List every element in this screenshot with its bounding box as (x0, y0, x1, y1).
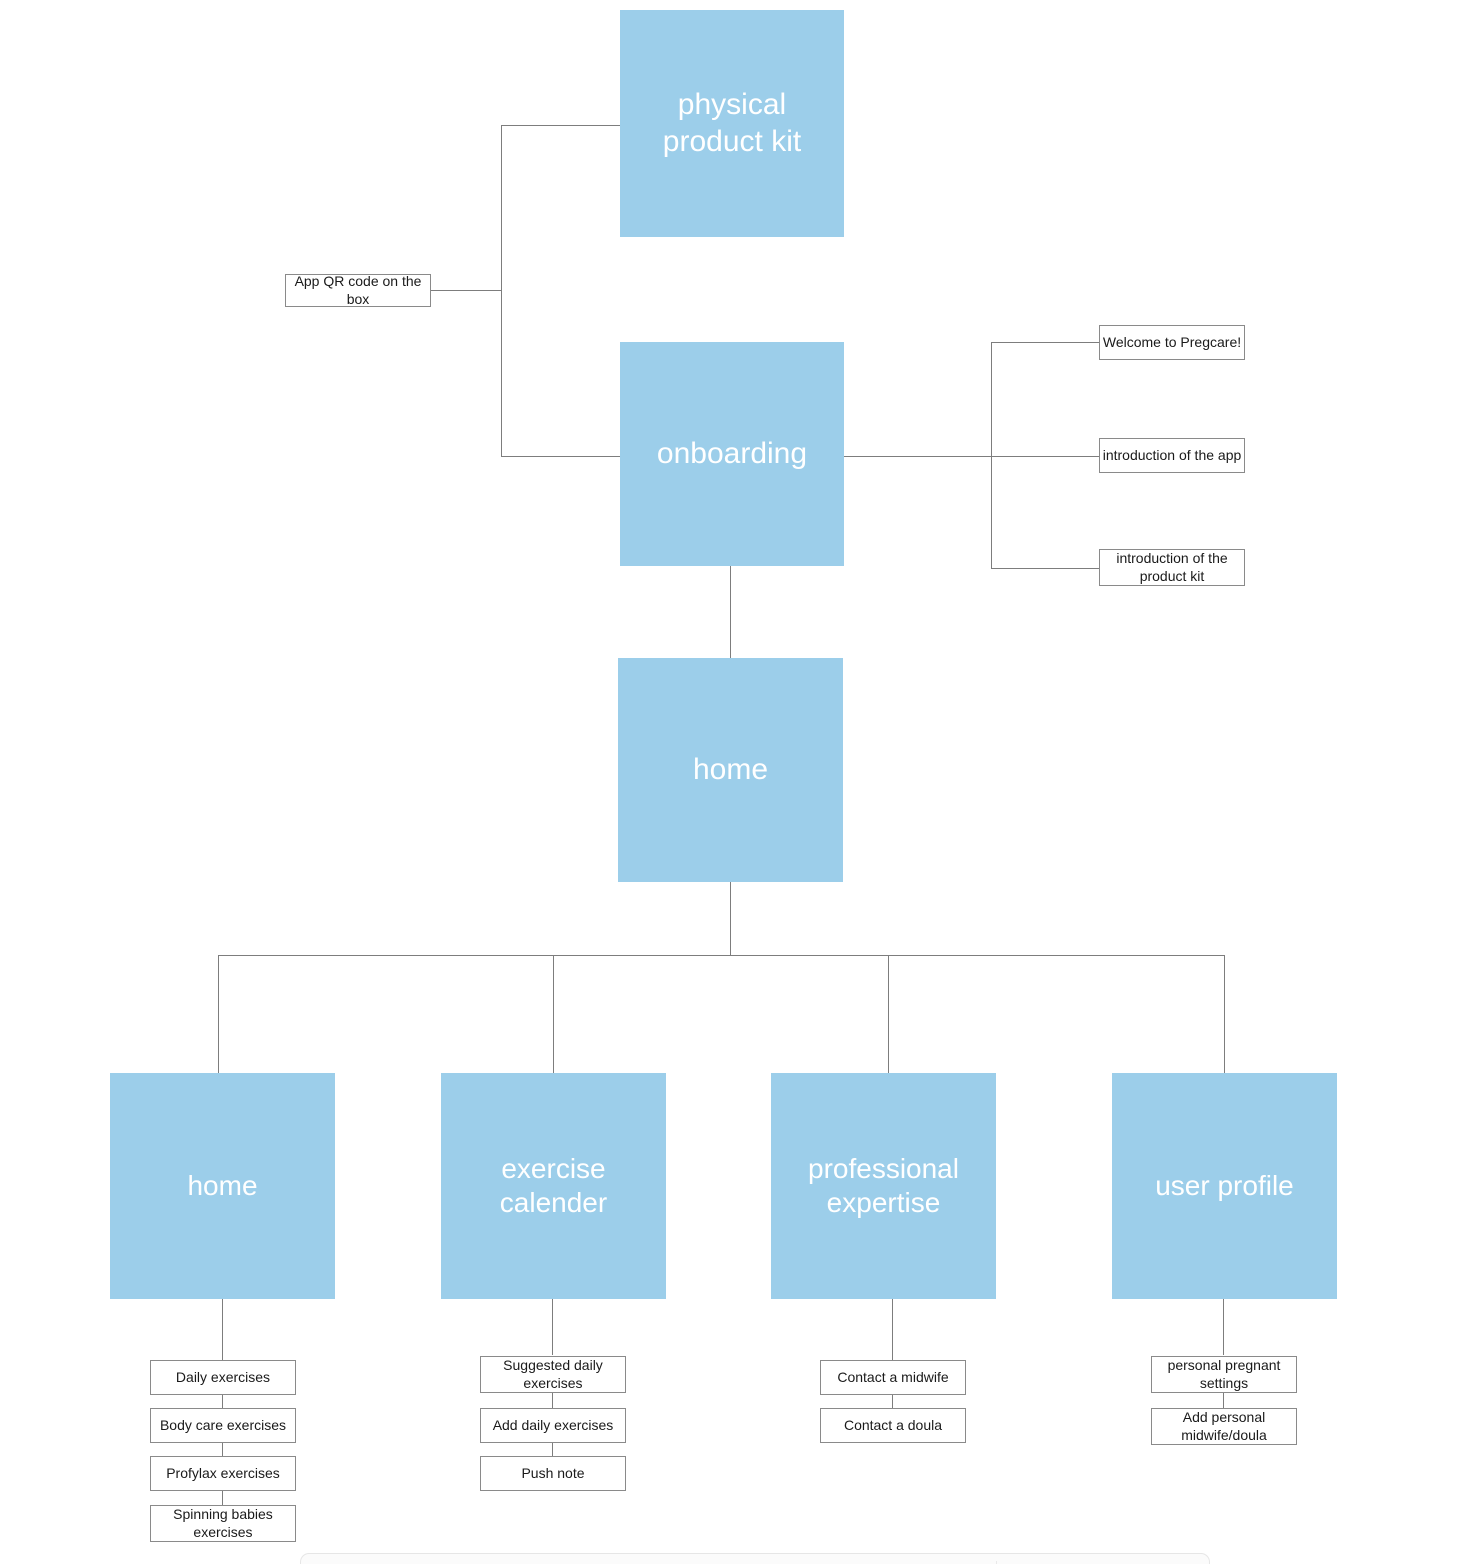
edge-bar-to-user-profile (1224, 955, 1225, 1073)
edge-right-branch-vertical (991, 342, 992, 568)
node-daily-exercises[interactable]: Daily exercises (150, 1360, 296, 1395)
node-onboarding[interactable]: onboarding (620, 342, 844, 566)
edge-daily-to-body-care (222, 1394, 223, 1410)
node-profylax-exercises[interactable]: Profylax exercises (150, 1456, 296, 1491)
edge-midwife-to-doula (892, 1394, 893, 1410)
node-introduction-of-the-app[interactable]: introduction of the app (1099, 438, 1245, 473)
edge-settings-to-add-personal (1223, 1392, 1224, 1409)
edge-profile-to-settings (1223, 1299, 1224, 1355)
node-physical-product-kit[interactable]: physical product kit (620, 10, 844, 237)
node-personal-pregnant-settings[interactable]: personal pregnant settings (1151, 1356, 1297, 1393)
node-add-personal-midwife-doula[interactable]: Add personal midwife/doula (1151, 1408, 1297, 1445)
edge-bar-to-exercise-calender (553, 955, 554, 1073)
edge-junction-to-onboarding (501, 456, 620, 457)
edge-junction-to-physical-kit (501, 125, 620, 126)
node-home-tab[interactable]: home (110, 1073, 335, 1299)
node-contact-a-midwife[interactable]: Contact a midwife (820, 1360, 966, 1395)
edge-add-daily-to-push-note (552, 1442, 553, 1458)
node-contact-a-doula[interactable]: Contact a doula (820, 1408, 966, 1443)
node-suggested-daily-exercises[interactable]: Suggested daily exercises (480, 1356, 626, 1393)
edge-body-care-to-profylax (222, 1442, 223, 1458)
toolbar-divider (996, 1561, 997, 1564)
edge-home-to-bar (730, 882, 731, 955)
node-spinning-babies-exercises[interactable]: Spinning babies exercises (150, 1505, 296, 1542)
node-body-care-exercises[interactable]: Body care exercises (150, 1408, 296, 1443)
node-user-profile[interactable]: user profile (1112, 1073, 1337, 1299)
edge-bar-to-home-tab (218, 955, 219, 1073)
node-add-daily-exercises[interactable]: Add daily exercises (480, 1408, 626, 1443)
edge-junction-vertical (501, 125, 502, 456)
edge-to-welcome (991, 342, 1099, 343)
edge-calender-to-suggested (552, 1299, 553, 1355)
edge-distribution-bar (218, 955, 1225, 956)
node-introduction-of-the-product-kit[interactable]: introduction of the product kit (1099, 549, 1245, 586)
node-professional-expertise[interactable]: professional expertise (771, 1073, 996, 1299)
edge-to-intro-kit (991, 568, 1099, 569)
edge-bar-to-professional-expertise (888, 955, 889, 1073)
node-home-root[interactable]: home (618, 658, 843, 882)
node-exercise-calender[interactable]: exercise calender (441, 1073, 666, 1299)
bottom-toolbar-panel[interactable] (300, 1553, 1210, 1564)
node-welcome-to-pregcare[interactable]: Welcome to Pregcare! (1099, 325, 1245, 360)
node-app-qr-code[interactable]: App QR code on the box (285, 273, 431, 307)
edge-qr-to-junction (431, 290, 501, 291)
edge-suggested-to-add-daily (552, 1392, 553, 1409)
edge-onboarding-to-right-junction (844, 456, 1099, 457)
node-push-note[interactable]: Push note (480, 1456, 626, 1491)
edge-home-tab-to-daily (222, 1299, 223, 1361)
edge-onboarding-to-home (730, 566, 731, 658)
edge-profylax-to-spinning (222, 1490, 223, 1506)
edge-expertise-to-midwife (892, 1299, 893, 1361)
